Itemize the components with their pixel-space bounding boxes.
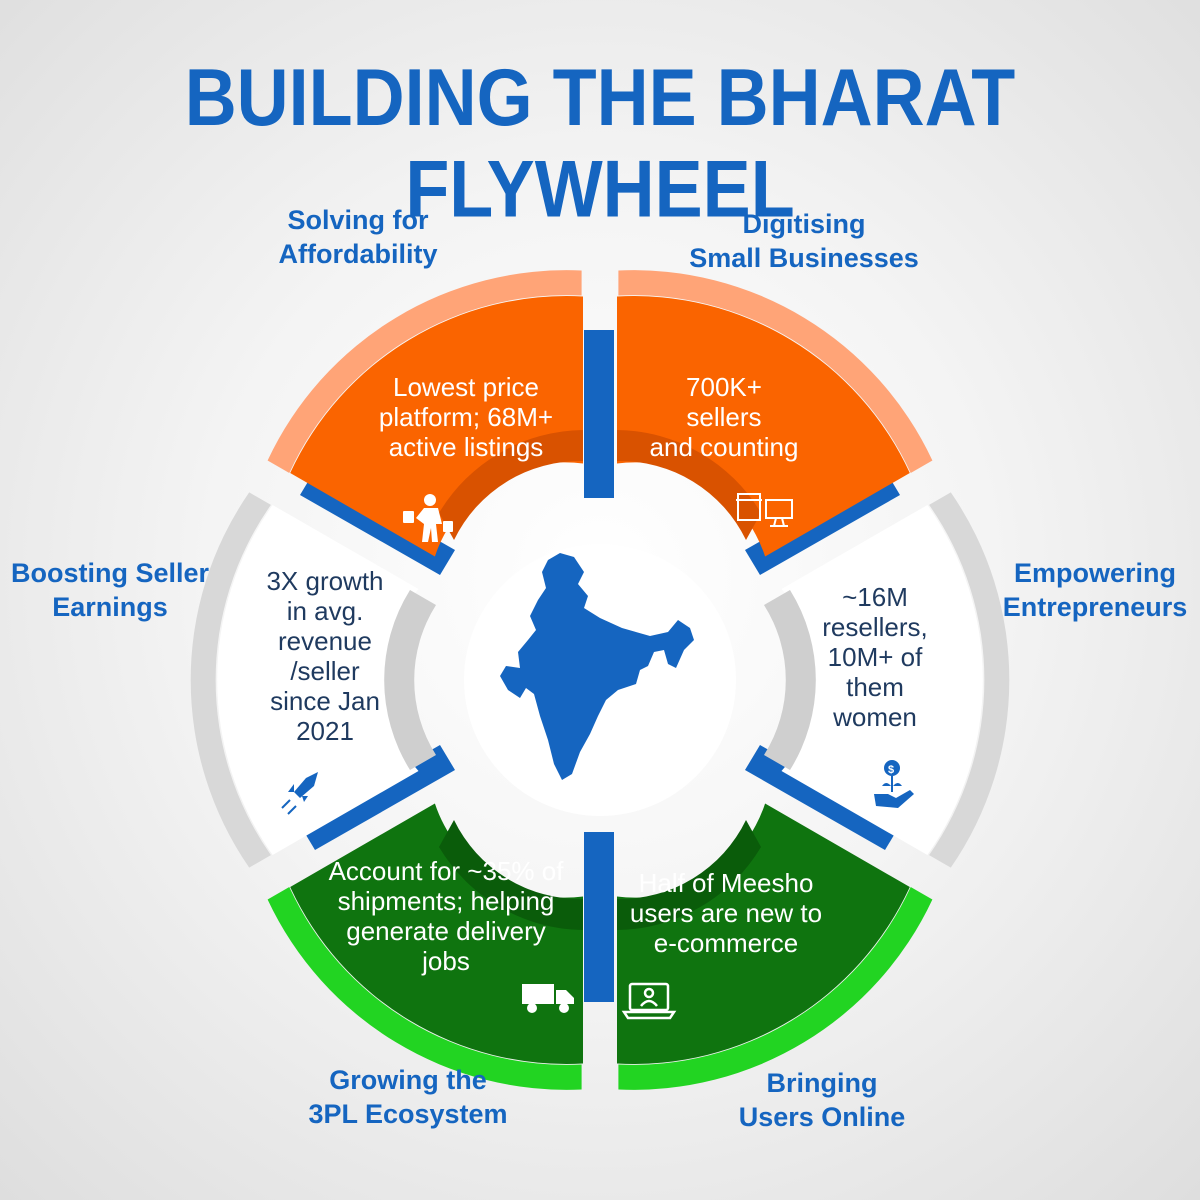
inner-rings [384, 430, 816, 930]
band-seller-earnings [190, 492, 271, 868]
text-threepl: Account for ~35% of shipments; helping g… [328, 856, 564, 976]
segment-empowering [781, 505, 983, 855]
segment-affordability [290, 296, 583, 557]
delivery-truck-icon [522, 984, 574, 1013]
page-title: BUILDING THE BHARAT FLYWHEEL [184, 53, 1016, 235]
india-map-icon [500, 553, 694, 780]
text-seller-earnings: 3X growth in avg. revenue /seller since … [266, 566, 384, 746]
text-digitising: 700K+ sellers and counting [649, 372, 799, 462]
segment-threepl [290, 803, 583, 1064]
main-segments [217, 296, 983, 1064]
label-seller-earnings: Boosting Seller Earnings [10, 558, 210, 622]
segment-users-online [617, 803, 910, 1064]
label-digitising: Digitising Small Businesses [689, 209, 919, 273]
label-empowering: Empowering Entrepreneurs [1002, 558, 1188, 622]
outer-bands [190, 270, 1010, 1090]
laptop-user-icon [621, 982, 677, 1020]
text-affordability: Lowest price platform; 68M+ active listi… [378, 372, 554, 462]
shop-computer-icon [736, 493, 793, 527]
svg-text:$: $ [888, 764, 894, 776]
shopper-with-bags-icon [403, 494, 453, 542]
money-plant-hand-icon: $ [874, 760, 914, 808]
segment-digitising [617, 296, 910, 557]
label-threepl: Growing the 3PL Ecosystem [308, 1065, 508, 1129]
rocket-icon [281, 772, 318, 815]
band-users-online [618, 887, 933, 1090]
band-digitising [618, 270, 933, 473]
text-users-online: Half of Meesho users are new to e-commer… [629, 868, 823, 958]
label-users-online: Bringing Users Online [738, 1068, 906, 1132]
label-affordability: Solving for Affordability [278, 205, 438, 269]
band-affordability [267, 270, 582, 473]
segment-seller-earnings [217, 505, 419, 855]
band-empowering [929, 492, 1010, 868]
text-empowering: ~16M resellers, 10M+ of them women [822, 582, 928, 732]
band-threepl [267, 887, 582, 1090]
